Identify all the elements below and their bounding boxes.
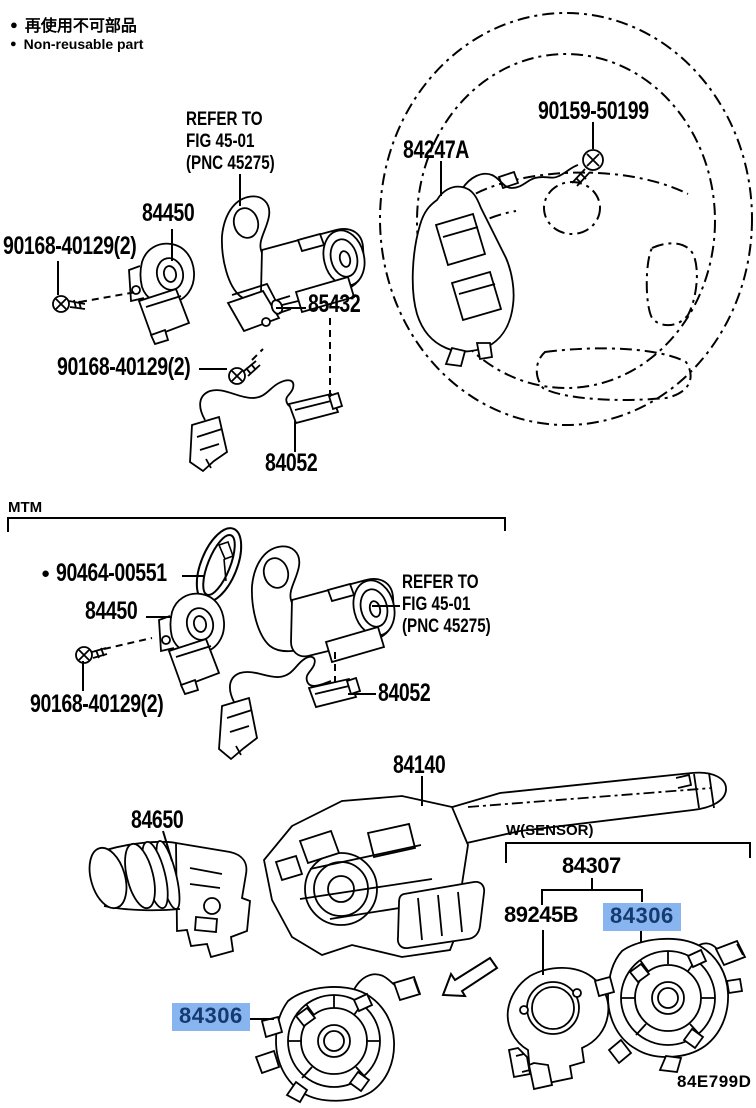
screw-90168-lower-drawing	[228, 360, 261, 385]
part-label-85432: 85432	[308, 290, 361, 318]
legend-text-jp: 再使用不可部品	[24, 18, 137, 35]
part-label-84650: 84650	[131, 806, 184, 834]
part-label-84307: 84307	[562, 853, 621, 878]
direction-arrow	[441, 956, 499, 998]
diagram-code: 84E799D	[677, 1072, 752, 1091]
leader-lines	[57, 122, 642, 1020]
part-label-90168-lower: 90168-40129(2)	[57, 353, 191, 381]
refer-note-mtm: REFER TO FIG 45-01 (PNC 45275)	[402, 572, 491, 637]
part-label-84140: 84140	[393, 751, 446, 779]
steering-pad-switch-drawing	[411, 149, 604, 367]
screw-90168-mtm-drawing	[75, 646, 108, 664]
part-label-84247A: 84247A	[403, 136, 469, 164]
part-label-84450-mtm: 84450	[85, 597, 138, 625]
part-label-84306-selected-right[interactable]: 84306	[603, 903, 681, 932]
non-reusable-bullet-icon: ●	[10, 37, 17, 50]
part-label-84052-top: 84052	[265, 449, 318, 477]
section-tag-mtm: MTM	[8, 499, 43, 516]
section-tag-w-sensor: W(SENSOR)	[506, 822, 594, 839]
spiral-cable-left-drawing	[254, 973, 422, 1104]
wire-84052-mtm-drawing	[218, 655, 362, 761]
part-label-90159-50199: 90159-50199	[538, 97, 649, 125]
part-label-90168-upper: 90168-40129(2)	[3, 232, 137, 260]
part-label-90168-mtm: 90168-40129(2)	[30, 690, 164, 718]
part-label-90464-00551: ● 90464-00551	[41, 560, 198, 587]
part-label-89245B: 89245B	[504, 902, 579, 927]
screw-90168-upper-drawing	[52, 295, 86, 313]
sensor-group-brackets	[505, 842, 751, 905]
spiral-cable-right-drawing	[593, 937, 747, 1073]
part-number-90464: 90464-00551	[56, 559, 167, 587]
steering-sensor-drawing	[506, 967, 610, 1091]
mtm-bracket	[7, 517, 506, 532]
key-set-drawing	[195, 527, 243, 603]
non-reusable-bullet-icon: ●	[41, 565, 51, 582]
non-reusable-bullet-icon: ●	[10, 16, 18, 32]
legend: ● 再使用不可部品 ● Non-reusable part	[10, 12, 143, 53]
part-label-84306-selected-left[interactable]: 84306	[172, 1003, 250, 1032]
part-label-84052-mtm: 84052	[378, 679, 431, 707]
wire-84052-top-drawing	[189, 379, 344, 473]
combination-switch-drawing	[263, 771, 727, 958]
legend-row-jp: ● 再使用不可部品	[10, 12, 143, 36]
legend-text-en: Non-reusable part	[23, 36, 144, 52]
legend-row-en: ● Non-reusable part	[10, 36, 143, 52]
headlamp-switch-drawing	[88, 840, 251, 959]
screw-90159-drawing	[571, 149, 604, 187]
refer-note-top: REFER TO FIG 45-01 (PNC 45275)	[186, 109, 275, 174]
part-label-84450-top: 84450	[142, 199, 195, 227]
